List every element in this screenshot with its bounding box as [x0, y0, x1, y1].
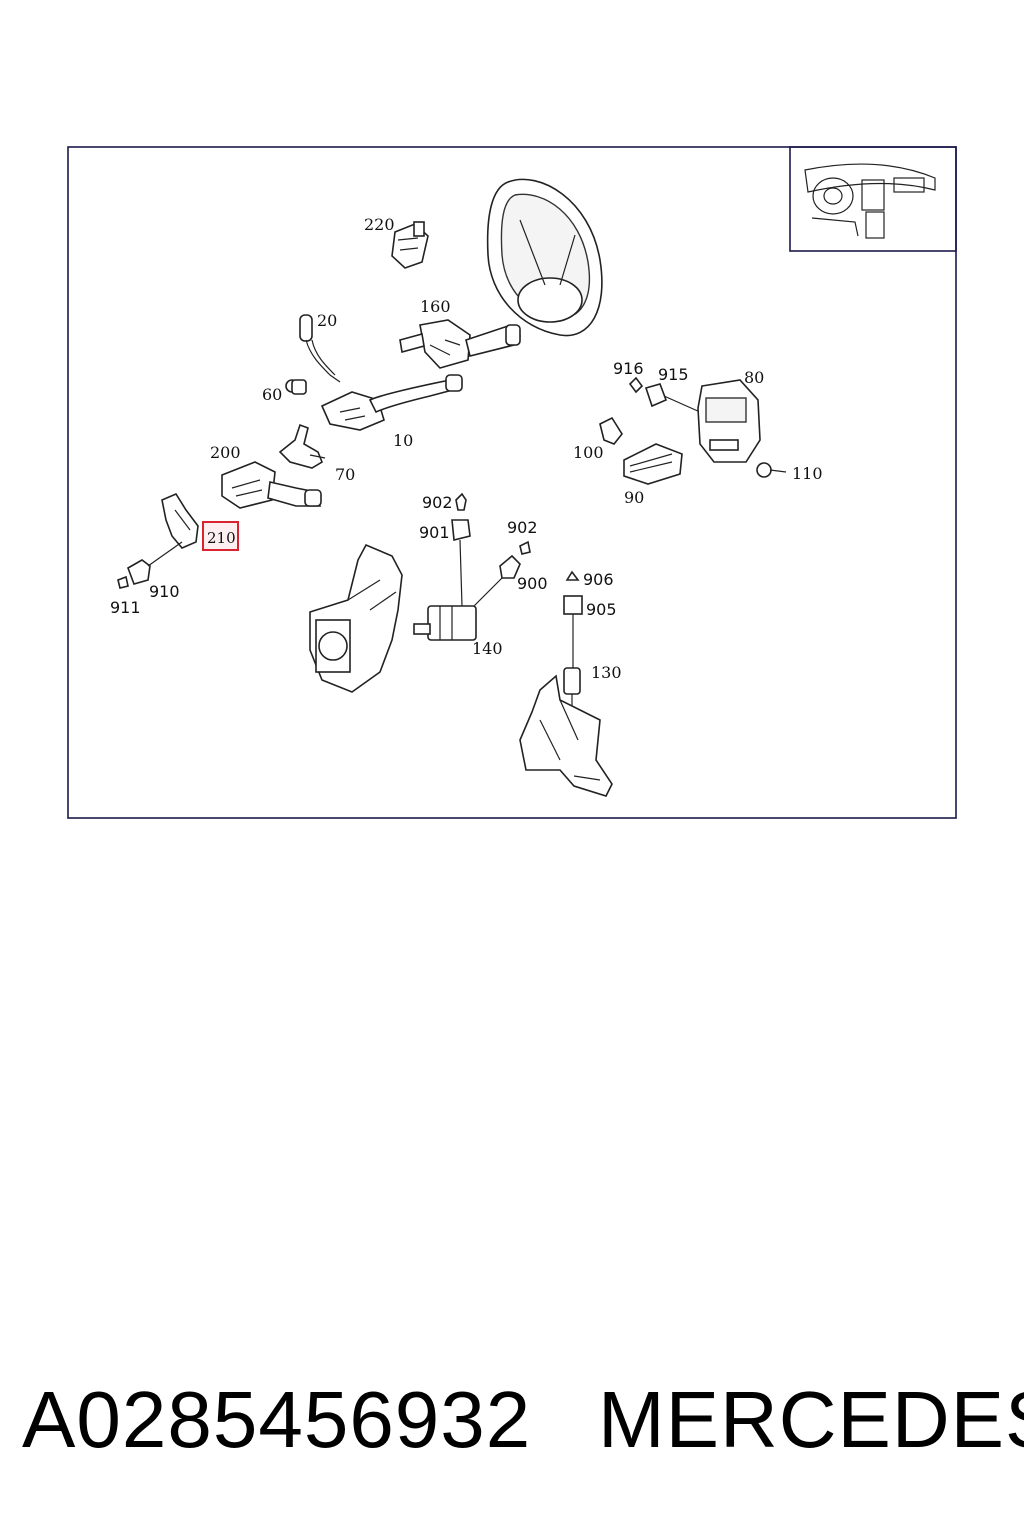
label-100: 100: [573, 443, 604, 462]
part-number: A0285456932: [22, 1375, 532, 1464]
highlight-box-210: [202, 521, 239, 551]
part-140: [413, 539, 509, 641]
locator-inset: [789, 146, 957, 252]
part-902-b: [519, 540, 531, 555]
label-60: 60: [262, 385, 282, 404]
part-911: [117, 575, 129, 589]
part-70: [278, 423, 326, 469]
part-20: [299, 314, 341, 383]
part-60: [285, 379, 307, 395]
parts-diagram: 220 160 20 60 10 200 70 916 915 80 100 1…: [67, 146, 957, 819]
part-915: [644, 383, 701, 413]
part-901: [451, 519, 471, 542]
part-110: [756, 462, 787, 478]
part-10: [320, 374, 463, 431]
part-90: [623, 443, 683, 485]
label-20: 20: [317, 311, 337, 330]
label-130: 130: [591, 663, 622, 682]
part-916: [628, 376, 644, 394]
label-916: 916: [613, 359, 644, 378]
label-90: 90: [624, 488, 644, 507]
label-220: 220: [364, 215, 395, 234]
label-160: 160: [420, 297, 451, 316]
label-10: 10: [393, 431, 413, 450]
label-915: 915: [658, 365, 689, 384]
part-160: [399, 319, 521, 369]
part-100: [599, 416, 623, 445]
part-900: [499, 554, 521, 579]
label-900: 900: [517, 574, 548, 593]
label-905: 905: [586, 600, 617, 619]
label-901: 901: [419, 523, 450, 542]
accelerator-pedal: [519, 674, 613, 797]
label-902-b: 902: [507, 518, 538, 537]
part-905: [563, 595, 583, 668]
label-140: 140: [472, 639, 503, 658]
part-130: [563, 667, 581, 710]
label-210: 210: [207, 529, 236, 547]
label-906: 906: [583, 570, 614, 589]
label-911: 911: [110, 598, 141, 617]
brand-name: MERCEDES: [598, 1375, 1024, 1464]
label-70: 70: [335, 465, 355, 484]
label-902-a: 902: [422, 493, 453, 512]
label-110: 110: [792, 464, 823, 483]
part-80: [697, 379, 761, 463]
part-220: [391, 221, 429, 269]
label-200: 200: [210, 443, 241, 462]
pedal-bracket: [309, 543, 403, 693]
footer: A0285456932 MERCEDES: [0, 1370, 1024, 1470]
steering-wheel: [486, 178, 603, 337]
part-906: [565, 570, 580, 581]
label-910: 910: [149, 582, 180, 601]
part-210: [161, 492, 199, 549]
part-902-a: [455, 492, 467, 511]
part-910: [127, 541, 183, 585]
diagram-frame: [67, 146, 957, 819]
part-200: [221, 461, 322, 509]
label-80: 80: [744, 368, 764, 387]
